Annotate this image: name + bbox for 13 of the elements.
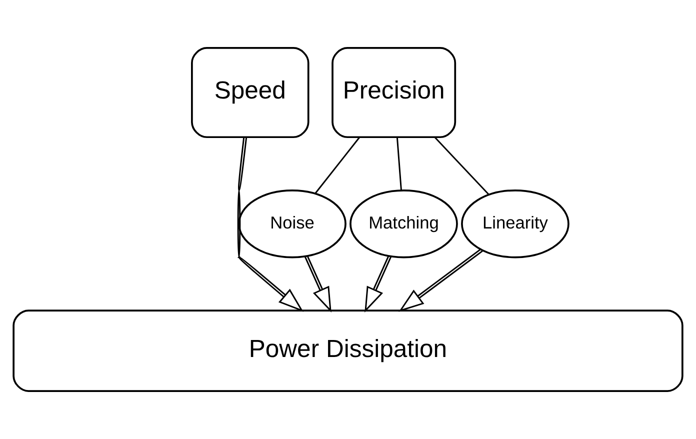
connector [434,136,490,195]
node-ellipse: Linearity [461,189,570,258]
node-box: Power Dissipation [12,310,684,392]
node-ellipse: Noise [238,189,346,258]
arrow [304,255,332,312]
connector [314,136,360,194]
node-ellipse: Matching [350,189,458,258]
node-box: Speed [191,47,310,138]
arrow [237,137,304,312]
arrow [398,248,483,312]
connector [396,137,402,190]
arrow [364,255,392,312]
node-box: Precision [332,47,456,138]
